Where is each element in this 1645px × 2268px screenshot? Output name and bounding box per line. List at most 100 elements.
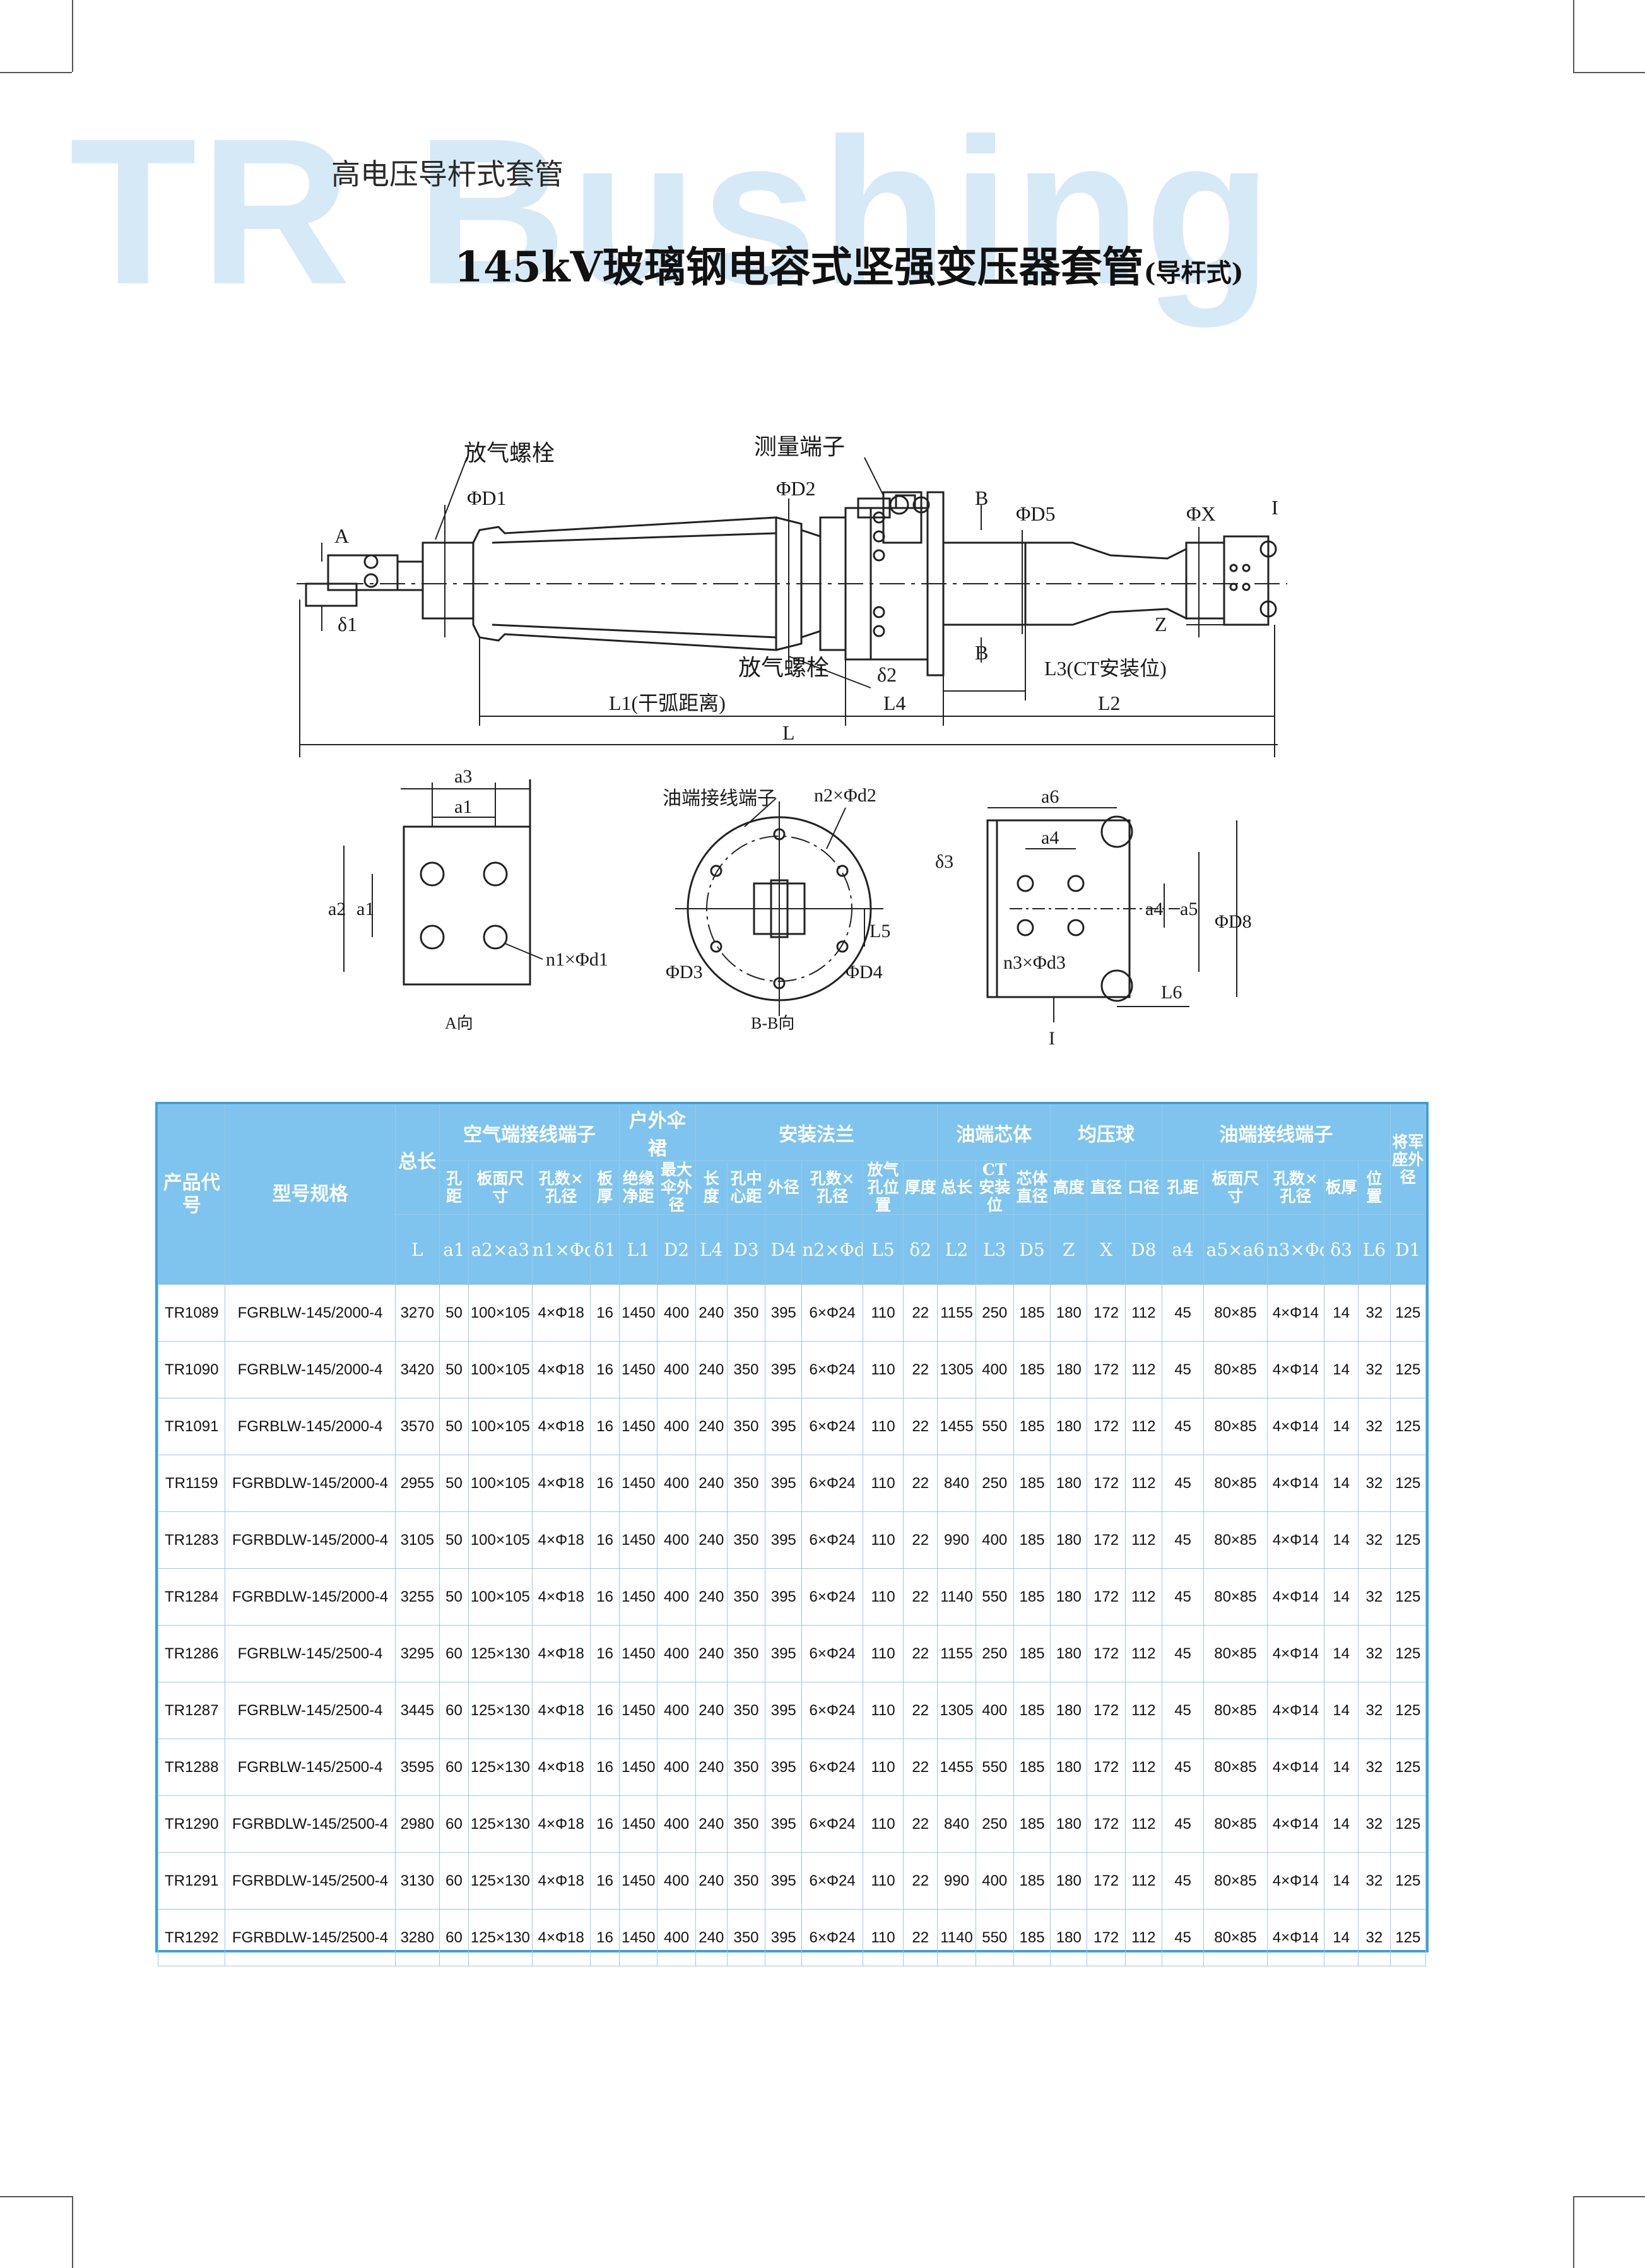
- table-cell: 172: [1087, 1739, 1126, 1796]
- table-cell: 125×130: [468, 1852, 533, 1910]
- table-cell: 4×Φ18: [531, 1284, 591, 1342]
- table-cell: 400: [657, 1795, 696, 1853]
- table-cell: 112: [1124, 1568, 1162, 1626]
- header-sub-12: 总长: [937, 1161, 976, 1215]
- label-oil-terminal: 油端接线端子: [663, 788, 776, 809]
- table-cell: 3295: [394, 1625, 440, 1682]
- table-cell: 185: [1013, 1852, 1051, 1910]
- header-sub-1: 板面尺寸: [468, 1161, 533, 1215]
- table-cell: 240: [695, 1398, 728, 1455]
- table-cell: 4×Φ14: [1266, 1398, 1325, 1455]
- table-cell: 240: [695, 1739, 728, 1796]
- table-cell: 32: [1358, 1341, 1391, 1398]
- table-cell: 350: [726, 1909, 766, 1966]
- table-cell: 180: [1050, 1852, 1088, 1910]
- table-cell: 4×Φ18: [531, 1852, 591, 1910]
- page-title: 145kV玻璃钢电容式坚强变压器套管(导杆式): [454, 233, 1244, 294]
- table-cell: 125×130: [468, 1795, 533, 1853]
- header-code: 产品代号: [157, 1104, 226, 1285]
- header-symbol-21: n3×Φd3: [1266, 1214, 1325, 1285]
- table-cell: 172: [1087, 1625, 1126, 1682]
- table-cell: 100×105: [468, 1511, 533, 1569]
- table-cell: 990: [937, 1511, 976, 1569]
- crop-mark-tl-h: [0, 72, 72, 73]
- table-cell: 4×Φ14: [1266, 1455, 1325, 1512]
- table-cell: 125×130: [468, 1625, 533, 1682]
- table-cell: 990: [937, 1852, 976, 1910]
- table-cell: 80×85: [1203, 1795, 1268, 1853]
- table-cell: 350: [726, 1341, 766, 1398]
- header-sub-4: 绝缘净距: [619, 1161, 658, 1215]
- cell-model: FGRBDLW-145/2500-4: [225, 1795, 396, 1853]
- table-cell: 1450: [619, 1398, 658, 1455]
- table-cell: 3570: [394, 1398, 440, 1455]
- spec-table-container: 产品代号 型号规格 总长 空气端接线端子 户外伞裙 安装法兰 油端芯体 均压球 …: [155, 1102, 1429, 1966]
- label-l6: L6: [1161, 982, 1182, 1003]
- table-cell: 110: [862, 1795, 904, 1853]
- label-vent-bolt-top: 放气螺栓: [464, 440, 555, 466]
- table-cell: 45: [1161, 1795, 1205, 1853]
- cell-model: FGRBLW-145/2500-4: [225, 1739, 396, 1796]
- cell-model: FGRBDLW-145/2000-4: [225, 1511, 396, 1569]
- label-l: L: [782, 721, 795, 744]
- table-cell: 6×Φ24: [801, 1284, 863, 1342]
- label-a4: a4: [1041, 827, 1059, 848]
- table-cell: 110: [862, 1568, 904, 1626]
- header-symbol-20: a5×a6: [1203, 1214, 1268, 1285]
- table-cell: 22: [903, 1909, 938, 1966]
- table-cell: 50: [439, 1284, 469, 1342]
- table-cell: 1450: [619, 1909, 658, 1966]
- table-cell: 185: [1013, 1455, 1051, 1512]
- cell-code: TR1290: [157, 1795, 226, 1853]
- table-cell: 112: [1124, 1455, 1162, 1512]
- table-cell: 180: [1050, 1795, 1088, 1853]
- table-cell: 1140: [937, 1568, 976, 1626]
- table-cell: 185: [1013, 1682, 1051, 1739]
- label-n3d3: n3×Φd3: [1003, 952, 1066, 973]
- table-cell: 1450: [619, 1682, 658, 1739]
- table-cell: 16: [589, 1511, 620, 1569]
- table-cell: 110: [862, 1909, 904, 1966]
- label-delta1: δ1: [338, 613, 357, 635]
- label-delta3: δ3: [935, 851, 953, 872]
- header-sub-20: 孔数×孔径: [1266, 1161, 1325, 1215]
- table-cell: 2980: [394, 1795, 440, 1853]
- table-cell: 4×Φ14: [1266, 1625, 1325, 1682]
- table-cell: 50: [439, 1341, 469, 1398]
- table-cell: 32: [1358, 1795, 1391, 1853]
- table-cell: 16: [589, 1682, 620, 1739]
- header-symbol-17: X: [1087, 1214, 1126, 1285]
- table-cell: 125: [1389, 1511, 1427, 1569]
- header-sub-row: 孔距板面尺寸孔数×孔径板厚绝缘净距最大伞外径长度孔中心距外径孔数×孔径放气孔位置…: [158, 1161, 1426, 1215]
- table-cell: 16: [589, 1852, 620, 1910]
- table-cell: 80×85: [1203, 1398, 1268, 1455]
- table-cell: 4×Φ18: [531, 1398, 591, 1455]
- table-cell: 60: [439, 1795, 469, 1853]
- table-cell: 6×Φ24: [801, 1795, 863, 1853]
- table-cell: 1455: [937, 1398, 976, 1455]
- table-cell: 14: [1324, 1568, 1359, 1626]
- table-cell: 250: [975, 1284, 1014, 1342]
- header-symbol-19: a4: [1161, 1214, 1205, 1285]
- header-sub-8: 外径: [765, 1161, 803, 1215]
- header-sub-11: 厚度: [903, 1161, 938, 1215]
- table-cell: 112: [1124, 1625, 1162, 1682]
- table-cell: 22: [903, 1511, 938, 1569]
- title-suffix: (导杆式): [1143, 258, 1244, 288]
- table-cell: 32: [1358, 1568, 1391, 1626]
- table-cell: 45: [1161, 1682, 1205, 1739]
- table-cell: 185: [1013, 1795, 1051, 1853]
- table-cell: 6×Φ24: [801, 1909, 863, 1966]
- table-cell: 16: [589, 1455, 620, 1512]
- table-cell: 125: [1389, 1852, 1427, 1910]
- cell-model: FGRBLW-145/2500-4: [225, 1625, 396, 1682]
- header-symbol-5: L1: [619, 1214, 658, 1285]
- table-cell: 32: [1358, 1511, 1391, 1569]
- spec-table: 产品代号 型号规格 总长 空气端接线端子 户外伞裙 安装法兰 油端芯体 均压球 …: [157, 1104, 1427, 1966]
- table-cell: 240: [695, 1795, 728, 1853]
- header-sub-13: CT安装位: [975, 1161, 1014, 1215]
- label-a: A: [334, 524, 349, 547]
